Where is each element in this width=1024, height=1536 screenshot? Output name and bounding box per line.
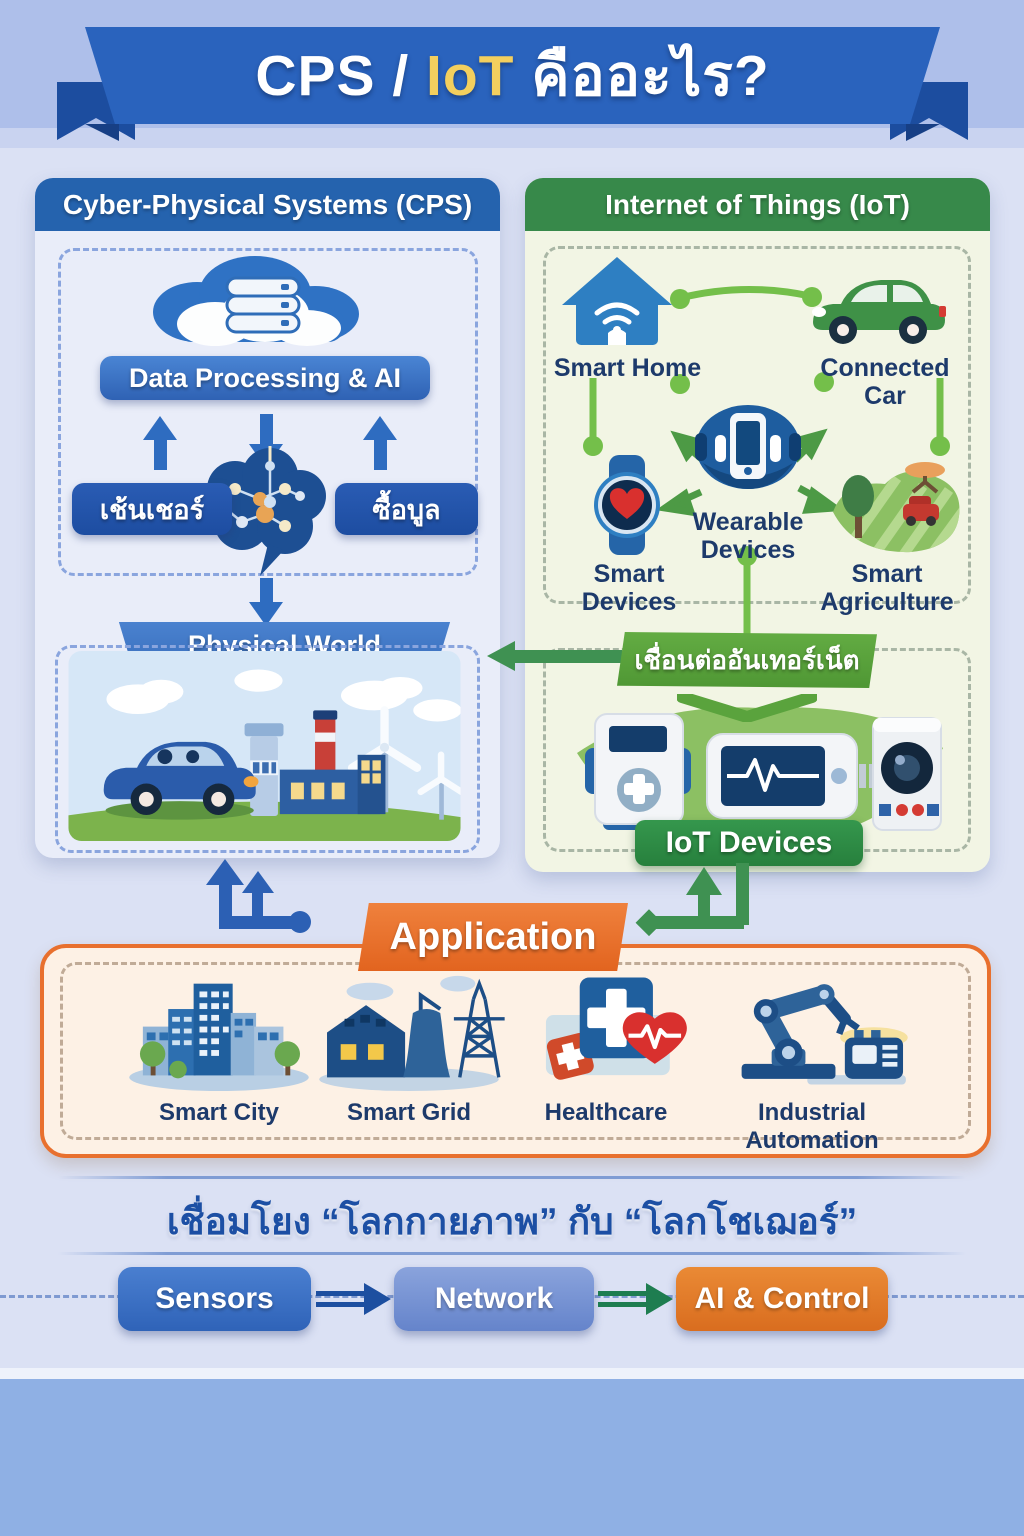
data-pill: ซื้อบูล	[335, 483, 478, 535]
healthcare-icon	[545, 977, 687, 1080]
smartwatch-heart-icon	[594, 455, 660, 555]
iot-devices-button: IoT Devices	[635, 820, 863, 866]
cps-cyber-box	[58, 248, 478, 576]
up-arrow-icon	[363, 416, 397, 470]
connected-car-label: Connected Car	[820, 354, 950, 410]
application-connectors	[206, 859, 749, 937]
flow-step-network: Network	[394, 1267, 594, 1331]
wearable-devices-label: Wearable Devices	[692, 508, 804, 564]
application-box: Smart City Smart Grid	[40, 944, 991, 1158]
tagline-text: เชื่อมโยง “โลกกายภาพ” กับ “โลกโชเฌอร์”	[166, 1201, 858, 1242]
title-iot-accent: IoT	[426, 43, 515, 108]
tagline-rule-top	[58, 1176, 966, 1179]
iot-panel-header: Internet of Things (IoT)	[525, 178, 990, 231]
wearable-phone-icon	[695, 405, 801, 489]
flow-step-ai-control: AI & Control	[676, 1267, 888, 1331]
cps-panel: Cyber-Physical Systems (CPS) Data Proces…	[35, 178, 500, 858]
page-title: CPS / IoT คืออะไร?	[255, 43, 770, 108]
sensor-pill: เช้นเชอร์	[72, 483, 232, 535]
iot-devices-illustration	[585, 713, 942, 831]
green-flow-arrow	[598, 1283, 673, 1315]
flow-step-sensors: Sensors	[118, 1267, 311, 1331]
brain-circuit-icon	[207, 446, 326, 576]
green-left-arrow	[487, 641, 622, 671]
blue-elbow-connector	[206, 859, 311, 933]
app-item-industrial-automation: Industrial Automation	[692, 970, 932, 1155]
smart-city-label: Smart City	[158, 1099, 280, 1126]
smart-city-icon	[129, 983, 309, 1092]
smart-agriculture-icon	[833, 462, 960, 553]
physical-world-scene	[68, 651, 461, 841]
footer-strip	[0, 1368, 1024, 1379]
iot-panel: Internet of Things (IoT)	[525, 178, 990, 872]
down-arrow-icon	[249, 578, 283, 626]
app-item-smart-city: Smart City	[112, 970, 326, 1127]
healthcare-label: Healthcare	[544, 1099, 668, 1126]
app-item-smart-grid: Smart Grid	[302, 970, 516, 1127]
smart-devices-label: Smart Devices	[581, 560, 677, 616]
cps-panel-header: Cyber-Physical Systems (CPS)	[35, 178, 500, 231]
green-chevron-down	[677, 694, 817, 722]
camera-icon	[872, 717, 942, 831]
title-banner: CPS / IoT คืออะไร?	[85, 27, 940, 124]
connected-car-icon	[812, 280, 946, 344]
footer-band	[0, 1379, 1024, 1536]
industrial-automation-label: Industrial Automation	[745, 1099, 879, 1154]
data-processing-pill: Data Processing & AI	[100, 356, 430, 400]
iot-connector-lines	[583, 286, 950, 636]
smart-grid-label: Smart Grid	[346, 1099, 472, 1126]
tagline-rule-bottom	[58, 1252, 966, 1255]
green-elbow-connector	[635, 863, 749, 937]
robot-arm-icon	[741, 984, 908, 1085]
ecg-monitor-icon	[706, 733, 886, 819]
iot-things-box	[543, 246, 971, 604]
blue-flow-arrow	[316, 1283, 391, 1315]
smart-home-label: Smart Home	[553, 354, 702, 382]
cloud-database-icon	[153, 256, 359, 346]
smart-home-icon	[562, 257, 672, 345]
physical-world-box	[55, 645, 480, 853]
connect-internet-banner: เชื่อนต่ออันเทอร์เน็ต	[617, 632, 877, 688]
medical-pump-icon	[585, 713, 691, 830]
top-background-band-2	[0, 128, 1024, 148]
app-item-healthcare: Healthcare	[499, 970, 713, 1127]
smart-agriculture-label: Smart Agriculture	[820, 560, 954, 616]
smart-grid-icon	[319, 975, 505, 1092]
application-banner: Application	[358, 903, 628, 971]
up-arrow-icon	[143, 416, 177, 470]
